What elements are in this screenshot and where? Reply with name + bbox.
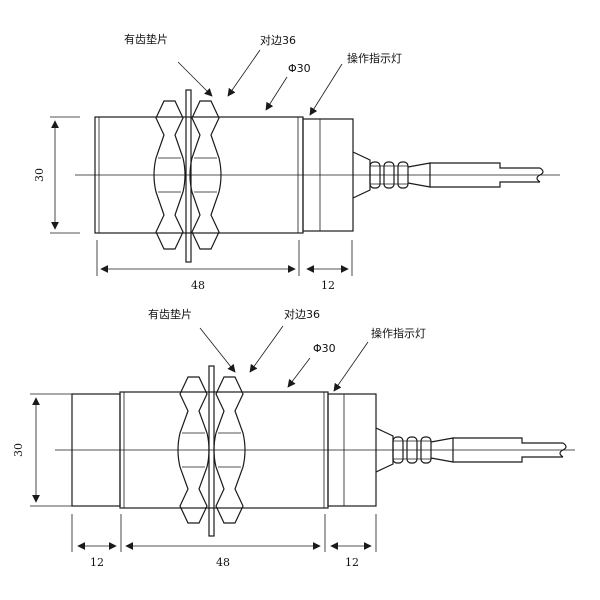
bottom-label-washer: 有齿垫片 — [148, 307, 192, 321]
top-label-washer: 有齿垫片 — [124, 32, 168, 46]
top-label-diameter: Φ30 — [288, 62, 311, 75]
top-dim-height: 30 — [33, 168, 46, 182]
bottom-view: 有齿垫片 对边36 Φ30 操作指示灯 30 12 48 12 — [12, 307, 575, 569]
top-dim-cap: 12 — [321, 279, 335, 292]
top-toothed-washer — [185, 89, 192, 263]
top-dim-body: 48 — [191, 279, 205, 292]
bottom-dim-body: 48 — [216, 556, 230, 569]
top-label-across-flats: 对边36 — [260, 33, 296, 47]
top-view: 有齿垫片 对边36 Φ30 操作指示灯 30 48 12 — [33, 32, 560, 292]
bottom-label-diameter: Φ30 — [313, 342, 336, 355]
top-hex-nut-left — [153, 100, 186, 250]
top-hex-nut-right — [189, 100, 222, 250]
bottom-dim-left: 12 — [90, 556, 104, 569]
bottom-label-indicator: 操作指示灯 — [371, 326, 426, 340]
bottom-hex-nut-left — [177, 376, 210, 524]
bottom-dim-height: 30 — [12, 443, 25, 457]
top-label-indicator: 操作指示灯 — [347, 51, 402, 65]
bottom-dim-cap: 12 — [345, 556, 359, 569]
bottom-label-across-flats: 对边36 — [284, 307, 320, 321]
bottom-hex-nut-right — [213, 376, 246, 524]
